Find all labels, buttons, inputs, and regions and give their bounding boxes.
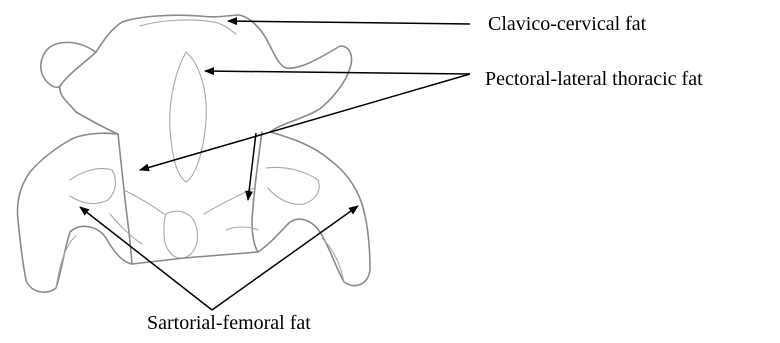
arrow-sartorial-left [80, 207, 212, 310]
label-pectoral-lateral-thoracic-fat: Pectoral-lateral thoracic fat [485, 69, 703, 89]
carcass-drawing [18, 15, 371, 292]
left-hip [118, 134, 132, 264]
left-wing-outline [41, 42, 96, 87]
arrow-pectoral-keel [205, 71, 470, 74]
lower-body-outline [18, 133, 133, 292]
arrow-pectoral-left [140, 74, 470, 170]
left-thigh-contour [70, 168, 115, 203]
label-clavico-cervical-fat: Clavico-cervical fat [488, 14, 646, 34]
right-thigh-contour [266, 168, 319, 205]
keel [170, 52, 207, 182]
vent [164, 211, 198, 258]
pointer-arrows [80, 21, 470, 310]
upper-body-outline [60, 15, 352, 134]
neck-lobe [140, 20, 236, 34]
label-sartorial-femoral-fat: Sartorial-femoral fat [147, 313, 311, 333]
right-inner-contour [204, 188, 258, 230]
arrow-clavico-cervical [228, 21, 470, 24]
